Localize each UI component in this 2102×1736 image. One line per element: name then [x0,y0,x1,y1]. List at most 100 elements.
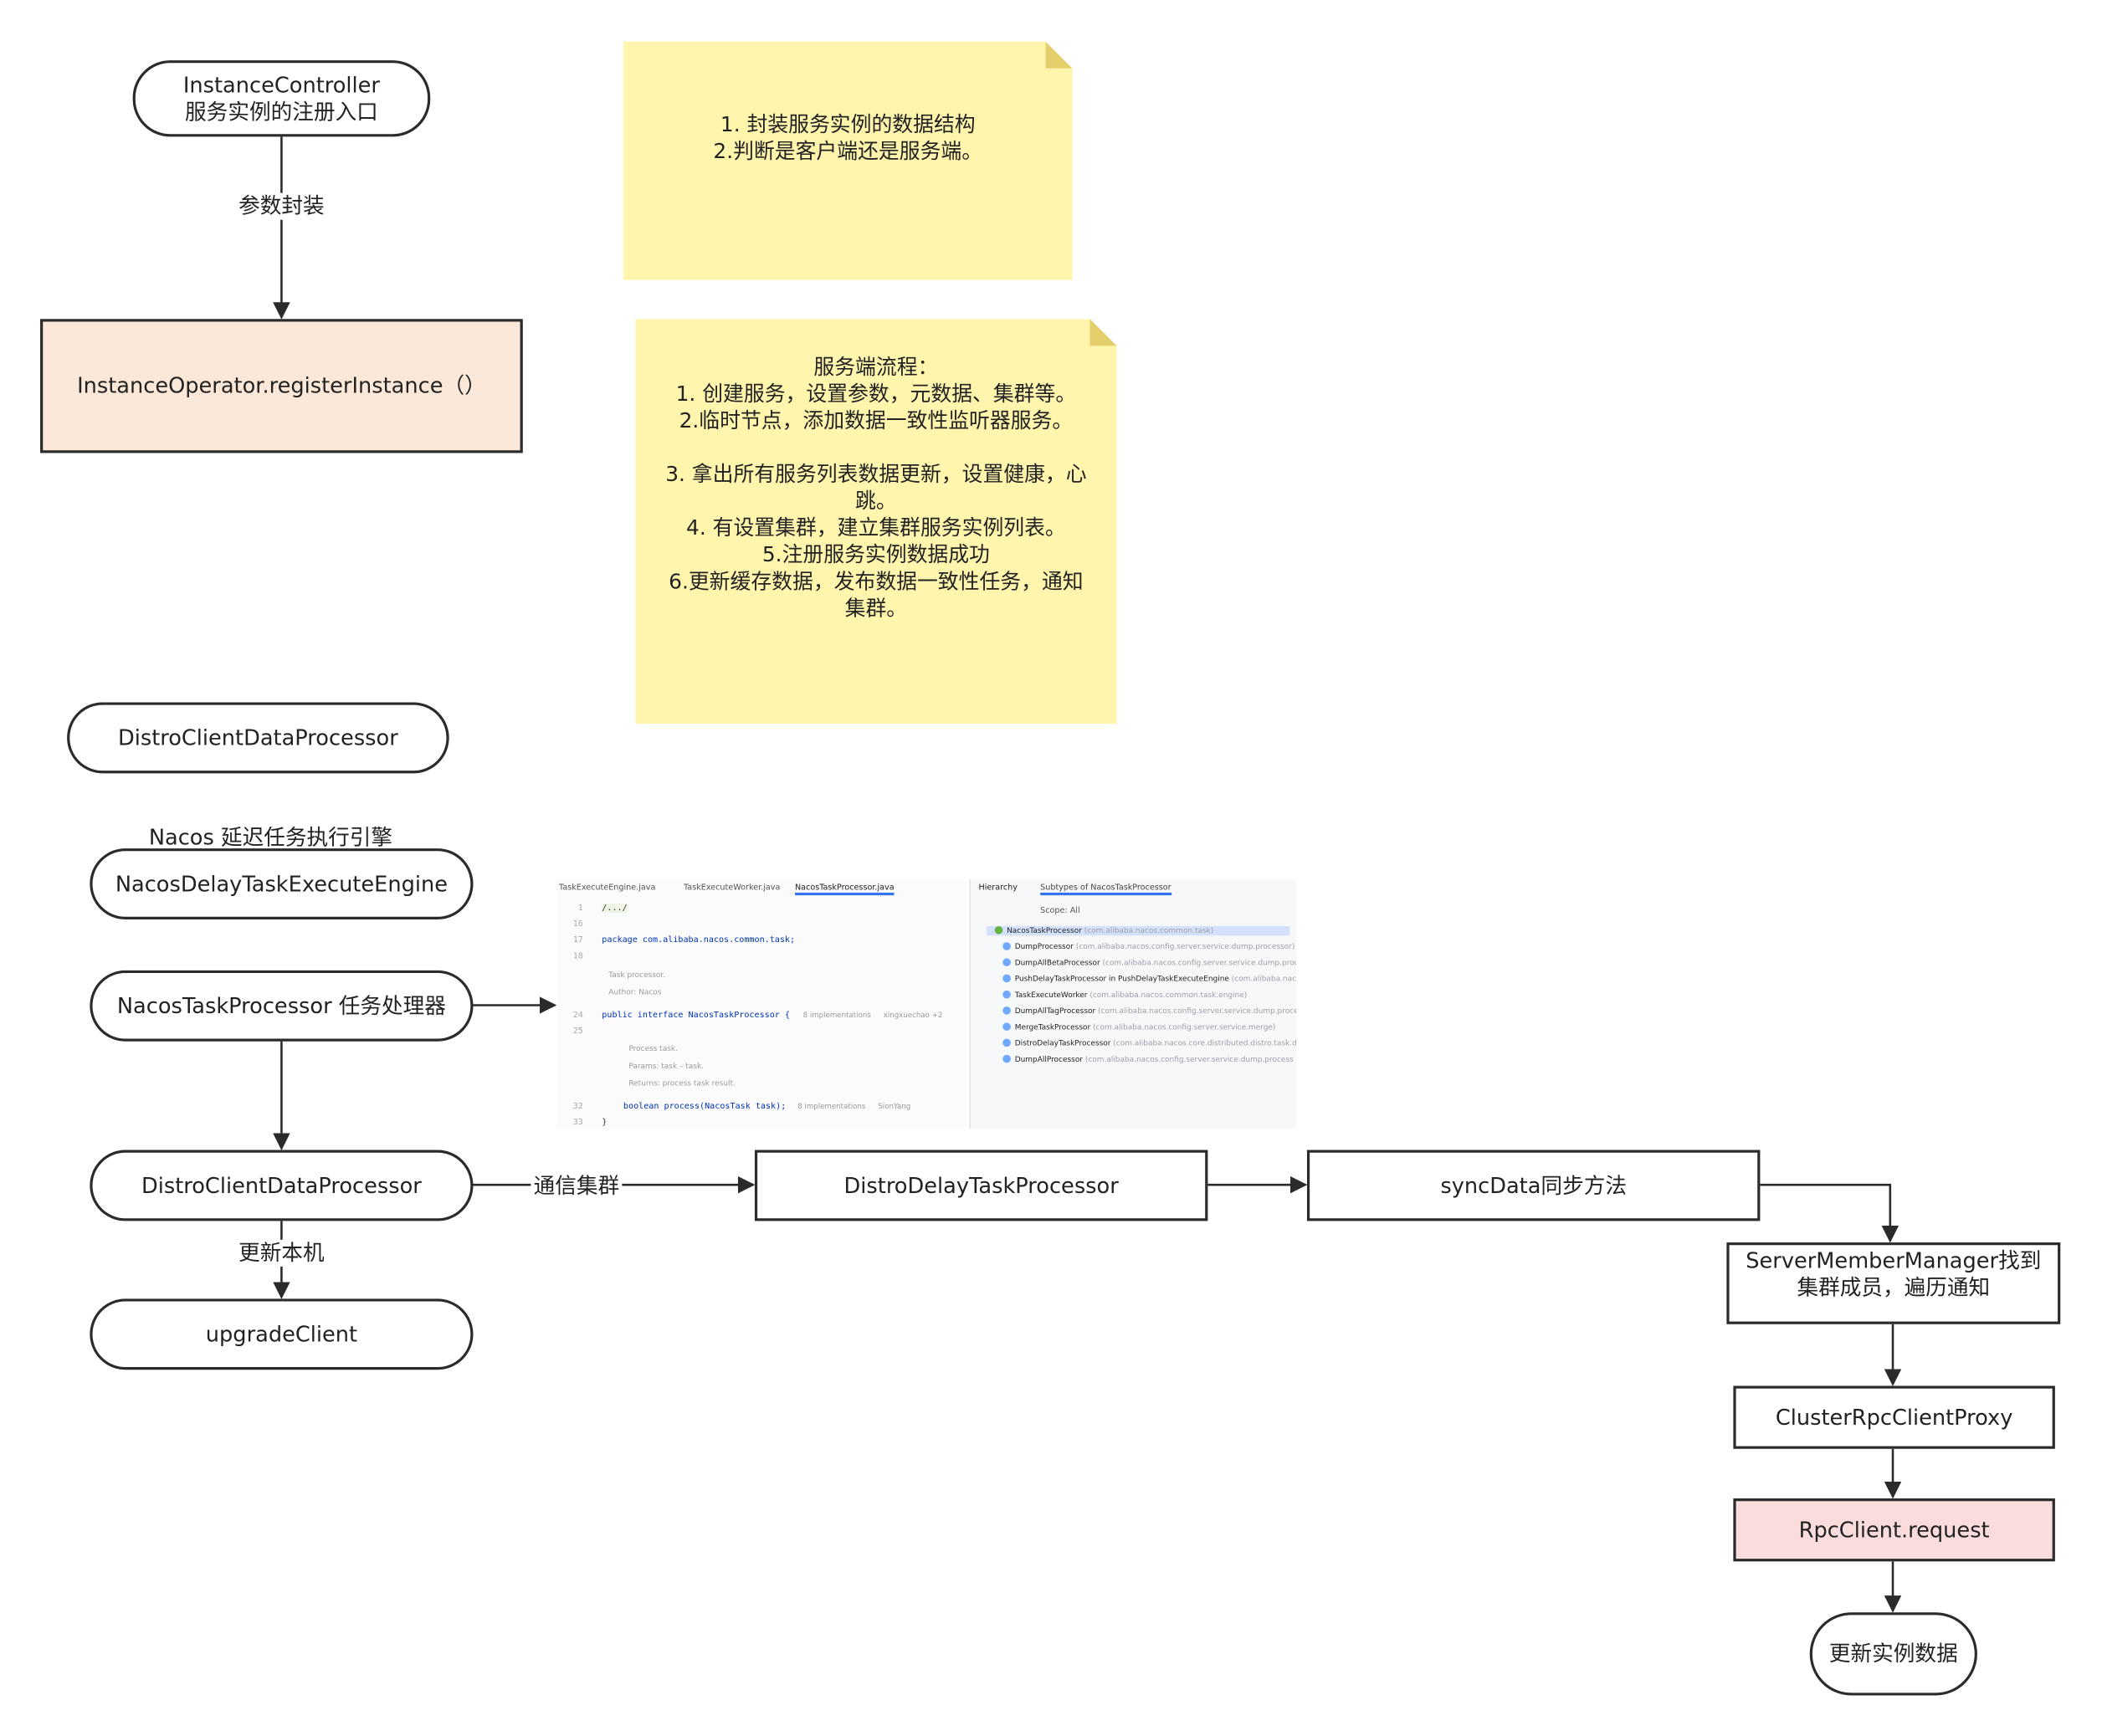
hierarchy-row-name: NacosTaskProcessor [1007,927,1082,936]
note2-line-6: 跳。 [855,489,897,514]
update-instance-node[interactable]: 更新实例数据 [1809,1612,1977,1696]
doc-line: Author: Nacos [608,989,662,997]
note-server-flow: 服务端流程： 1. 创建服务，设置参数，元数据、集群等。 2.临时节点，添加数据… [635,319,1117,725]
delay-engine-label: NacosDelayTaskExecuteEngine [115,870,449,896]
hierarchy-row[interactable]: DumpAllTagProcessor (com.alibaba.nacos.c… [1002,1006,1296,1016]
hierarchy-subtitle[interactable]: Subtypes of NacosTaskProcessor [1040,883,1171,896]
line-number: 32 [572,1101,583,1112]
line-number: 1 [577,903,583,913]
class-icon [1002,1038,1011,1047]
hierarchy-row-pkg: (com.alibaba.nacos.common.task.engine) [1089,991,1248,1001]
doc-line: Process task. [628,1045,678,1054]
code-hint: 8 implementations [802,1011,871,1021]
hierarchy-row[interactable]: DumpAllProcessor (com.alibaba.nacos.conf… [1002,1054,1294,1064]
line-number: 16 [572,919,583,929]
hierarchy-row[interactable]: PushDelayTaskProcessor in PushDelayTaskE… [1002,974,1297,984]
note2-line-3: 2.临时节点，添加数据一致性监听器服务。 [679,408,1074,433]
interface-icon [994,925,1003,935]
server-member-node[interactable]: ServerMemberManager找到 集群成员，遍历通知 [1726,1242,2061,1324]
code-line: } [602,1118,608,1128]
hierarchy-row-pkg: (com.alibaba.nacos.core.distributed.dist… [1113,1040,1297,1048]
ide-tab-active[interactable]: NacosTaskProcessor.java [794,883,895,896]
rpc-request-label: RpcClient.request [1798,1516,1990,1543]
cluster-rpc-node[interactable]: ClusterRpcClientProxy [1733,1385,2055,1449]
rpc-request-node[interactable]: RpcClient.request [1733,1498,2055,1562]
distro-client-node[interactable]: DistroClientDataProcessor [90,1150,474,1221]
hierarchy-row-name: PushDelayTaskProcessor in PushDelayTaskE… [1014,976,1229,984]
engine-caption: Nacos 延迟任务执行引擎 [148,824,393,850]
hierarchy-row[interactable]: NacosTaskProcessor (com.alibaba.nacos.co… [987,925,1290,936]
update-instance-label: 更新实例数据 [1828,1640,1958,1667]
line-number: 18 [572,951,583,961]
cluster-rpc-label: ClusterRpcClientProxy [1775,1404,2013,1430]
note-fold [1089,319,1117,346]
hierarchy-row-name: DumpAllProcessor [1014,1056,1083,1064]
sync-data-label: syncData同步方法 [1440,1171,1627,1198]
task-processor-label: NacosTaskProcessor 任务处理器 [116,992,446,1018]
hierarchy-row[interactable]: DumpProcessor (com.alibaba.nacos.config.… [1002,942,1295,951]
delay-engine-node[interactable]: NacosDelayTaskExecuteEngine [90,848,474,919]
ide-tab[interactable]: TaskExecuteEngine.java [559,883,656,893]
instance-controller-node[interactable]: InstanceController 服务实例的注册入口 [132,60,431,137]
server-member-line-2: 集群成员，遍历通知 [1797,1274,1991,1300]
doc-line: Task processor. [608,971,666,981]
distro-delay-node[interactable]: DistroDelayTaskProcessor [754,1150,1208,1221]
hierarchy-row-pkg: (com.alibaba.nacos.config.server.service… [1075,943,1295,952]
hierarchy-row[interactable]: TaskExecuteWorker (com.alibaba.nacos.com… [1002,990,1248,1001]
note2-line-10: 集群。 [844,596,908,621]
code-line: public interface NacosTaskProcessor { [602,1010,791,1021]
class-icon [1002,1054,1011,1063]
code-line: /.../ [602,903,628,913]
register-instance-node[interactable]: InstanceOperator.registerInstance（） [40,319,523,453]
hierarchy-row-name: DumpProcessor [1014,943,1074,952]
edge-label-param-wrap: 参数封装 [235,192,327,220]
ide-tab-bar: TaskExecuteEngine.java TaskExecuteWorker… [556,879,966,898]
server-member-line-1: ServerMemberManager找到 [1746,1247,2042,1273]
note1-line-1: 1. 封装服务实例的数据结构 [720,112,976,137]
hierarchy-row-pkg: (com.alibaba.nac [1231,976,1297,984]
edge-label-update-local: 更新本机 [235,1239,327,1267]
hierarchy-row[interactable]: DumpAllBetaProcessor (com.alibaba.nacos.… [1002,958,1297,968]
note2-line-5: 3. 拿出所有服务列表数据更新，设置健康，心 [665,462,1087,487]
note2-line-7: 4. 有设置集群，建立集群服务实例列表。 [686,515,1066,540]
note-wrap-instance: 1. 封装服务实例的数据结构 2.判断是客户端还是服务端。 [623,41,1073,280]
hierarchy-row[interactable]: MergeTaskProcessor (com.alibaba.nacos.co… [1002,1022,1275,1032]
doc-line: Returns: process task result. [628,1080,736,1088]
hierarchy-row-pkg: (com.alibaba.nacos.config.server.service… [1098,1007,1297,1017]
hierarchy-row-name: DumpAllBetaProcessor [1014,960,1100,968]
edge-sync-to-member [1760,1183,1899,1243]
upgrade-client-label: upgradeClient [205,1320,358,1347]
distro-top-label: DistroClientDataProcessor [117,724,398,750]
class-icon [1002,1006,1011,1015]
class-icon [1002,990,1011,999]
instance-controller-line-1: InstanceController [182,71,380,98]
upgrade-client-node[interactable]: upgradeClient [90,1298,474,1370]
line-number: 24 [572,1010,583,1021]
line-number: 17 [572,935,583,945]
hierarchy-row[interactable]: DistroDelayTaskProcessor (com.alibaba.na… [1002,1038,1297,1048]
line-number: 25 [572,1027,583,1037]
class-icon [1002,958,1011,967]
distro-top-node[interactable]: DistroClientDataProcessor [67,702,449,774]
doc-line: Params: task – task. [628,1063,705,1071]
ide-tab[interactable]: TaskExecuteWorker.java [684,883,781,893]
class-icon [1002,974,1011,983]
register-instance-label: InstanceOperator.registerInstance（） [77,372,486,398]
instance-controller-line-2: 服务实例的注册入口 [185,98,378,125]
code-line: boolean process(NacosTask task); [623,1101,787,1112]
ide-screenshot: TaskExecuteEngine.java TaskExecuteWorker… [556,878,1297,1129]
note-fold [1045,41,1073,69]
note2-line-8: 5.注册服务实例数据成功 [761,542,990,567]
class-icon [1002,942,1011,950]
sync-data-node[interactable]: syncData同步方法 [1306,1150,1761,1221]
scope-select[interactable]: Scope: All [1040,905,1080,916]
hierarchy-row-pkg: (com.alibaba.nacos.config.server.service… [1084,1056,1294,1064]
hierarchy-row-pkg: (com.alibaba.nacos.config.server.service… [1093,1023,1276,1032]
task-processor-node[interactable]: NacosTaskProcessor 任务处理器 [90,970,474,1042]
ide-editor-pane: TaskExecuteEngine.java TaskExecuteWorker… [556,878,967,1129]
hierarchy-row-name: DistroDelayTaskProcessor [1014,1040,1111,1048]
edge-label-cluster-comm: 通信集群 [531,1172,623,1200]
hierarchy-row-pkg: (com.alibaba.nacos.config.server.service… [1102,960,1297,968]
note2-line-2: 1. 创建服务，设置参数，元数据、集群等。 [675,382,1077,407]
